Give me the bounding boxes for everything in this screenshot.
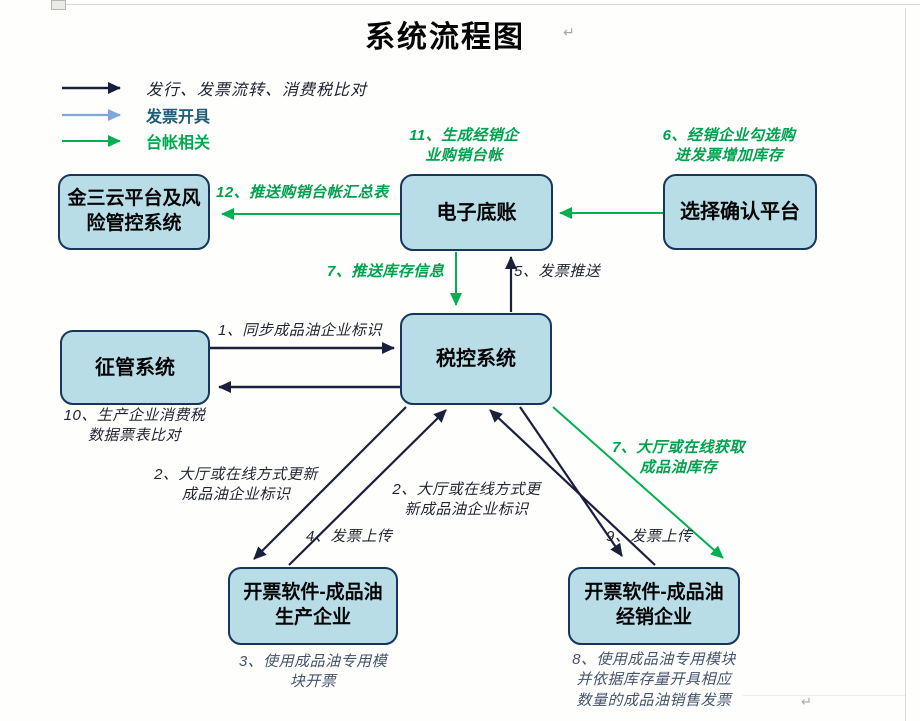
legend-item-ledger-related: 台帐相关 (60, 129, 210, 153)
node-electronic-ledger: 电子底账 (400, 174, 553, 251)
edge-label-7a: 7、推送库存信息 (327, 263, 445, 280)
edge-label-9: 9、发票上传 (606, 528, 693, 545)
edge-label-4: 4、发票上传 (306, 528, 393, 545)
page-marker-icon (51, 0, 66, 10)
node-tax-control-system: 税控系统 (400, 313, 552, 405)
node-select-confirm-platform: 选择确认平台 (663, 174, 817, 250)
node-collection-admin-system: 征管系统 (60, 330, 210, 405)
faint-remnant-line (743, 695, 905, 696)
page-title: 系统流程图 (365, 21, 525, 54)
node-invoicing-software-production: 开票软件-成品油生产企业 (228, 567, 398, 645)
page-top-border (54, 4, 920, 5)
node-invoicing-software-distribution: 开票软件-成品油经销企业 (568, 567, 740, 645)
green-arrow-icon (62, 135, 121, 147)
legend-label: 发票开具 (146, 109, 211, 126)
edge-label-2b: 2、大厅或在线方式更新成品油企业标识 (392, 481, 541, 519)
legend-label: 发行、发票流转、消费税比对 (146, 82, 368, 99)
edge-label-12: 12、推送购销台帐汇总表 (216, 184, 389, 201)
edge-label-10: 10、生产企业消费税数据票表比对 (63, 407, 206, 445)
edge-label-7b: 7、大厅或在线获取成品油库存 (612, 439, 745, 477)
edge-label-3: 3、使用成品油专用模块开票 (238, 653, 388, 691)
blue-arrow-icon (62, 109, 121, 121)
legend-label: 台帐相关 (146, 135, 211, 152)
edge-label-2a: 2、大厅或在线方式更新成品油企业标识 (154, 466, 318, 504)
page-right-border (905, 8, 906, 721)
legend-item-issue-flow: 发行、发票流转、消费税比对 (60, 76, 367, 100)
edge-label-5: 5、发票推送 (514, 263, 601, 280)
paragraph-return-icon: ↵ (801, 694, 812, 709)
black-arrow-icon (62, 82, 121, 94)
paragraph-return-icon: ↵ (563, 24, 575, 40)
edge-label-1: 1、同步成品油企业标识 (218, 322, 382, 339)
edge-label-8: 8、使用成品油专用模块并依据库存量开具相应数量的成品油销售发票 (572, 651, 736, 709)
edge-label-11: 11、生成经销企业购销台帐 (409, 127, 519, 165)
edge-label-6: 6、经销企业勾选购进发票增加库存 (662, 127, 796, 165)
node-jinsanyun-platform: 金三云平台及风险管控系统 (58, 174, 210, 250)
legend-item-invoice-issuing: 发票开具 (60, 103, 210, 127)
